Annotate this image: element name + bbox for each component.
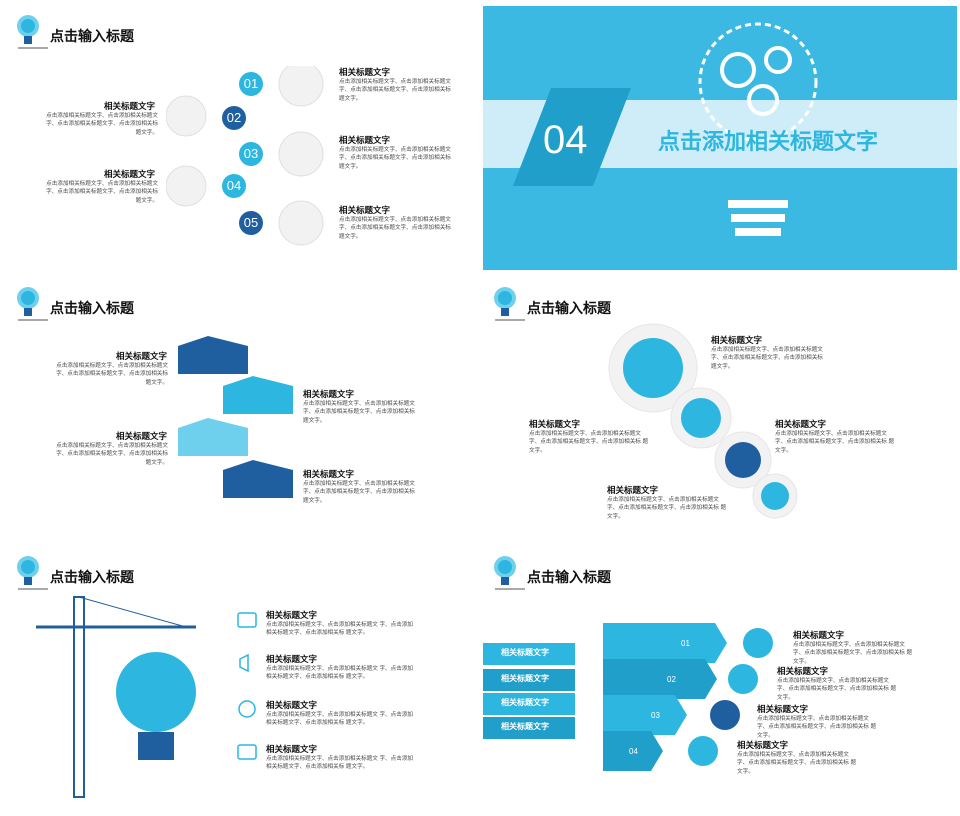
lightbulb-logo-icon <box>494 287 525 321</box>
item-desc: 点击添加相关标题文字、点击添加相关标题文 字、点击添加相关标题文字、点击添加相关… <box>775 431 895 454</box>
slide-4[interactable]: 点击输入标题 相关标题文字 点击添加相关标题文字、点击添加相关标题文 字、点击添… <box>483 278 957 542</box>
number-parallelogram <box>513 88 631 186</box>
item-desc: 点击添加相关标题文字、点击添加相关标题文 字、点击添加相关标题文字、点击添加相关… <box>266 666 414 681</box>
item-desc: 点击添加相关标题文字、点击添加相关标题文 字、点击添加相关标题文字、点击添加相关… <box>266 756 414 771</box>
list-icons <box>237 612 257 760</box>
slide-3[interactable]: 点击输入标题 相关标题文字 点击添加相关标题文字、点击添加相关标题文 字、点击添… <box>6 278 480 542</box>
slide-header: 点击输入标题 <box>14 284 214 328</box>
item-desc: 点击添加相关标题文字、点击添加相关标题文 字、点击添加相关标题文字、点击添加相关… <box>793 642 913 665</box>
item-title: 相关标题文字 <box>607 485 659 495</box>
item-desc: 点击添加相关标题文字、点击添加相关标题文 字、点击添加相关标题文字、点击添加相关… <box>737 752 857 775</box>
item-title: 相关标题文字 <box>777 666 829 676</box>
ribbon-number: 04 <box>629 747 638 756</box>
item-desc: 点击添加相关标题文字、点击添加相关标题文 字、点击添加相关标题文字、点击添加相关… <box>711 347 823 370</box>
item-title: 相关标题文字 <box>303 469 355 479</box>
ribbon-label: 相关标题文字 <box>501 648 549 657</box>
slide-2-section[interactable]: 04 点击添加相关标题文字 <box>483 6 957 270</box>
item-desc: 点击添加相关标题文字、点击添加相关标题文 字、点击添加相关标题文字、点击添加相关… <box>303 481 415 504</box>
item-desc: 点击添加相关标题文字、点击添加相关标题文 字、点击添加相关标题文字、点击添加相关… <box>777 678 897 701</box>
section-number: 04 <box>543 118 588 162</box>
step-number: 04 <box>226 178 242 193</box>
circles-diagram <box>608 323 798 519</box>
slide-header: 点击输入标题 <box>491 553 691 597</box>
item-title: 相关标题文字 <box>104 169 156 179</box>
item-desc: 点击添加相关标题文字、点击添加相关标题文 字、点击添加相关标题文字、点击添加相关… <box>339 147 451 170</box>
ribbon-number: 01 <box>681 639 690 648</box>
item-title: 相关标题文字 <box>266 610 318 620</box>
step-circles-diagram <box>166 66 324 246</box>
lightbulb-logo-icon <box>17 15 48 49</box>
ribbon-label: 相关标题文字 <box>501 722 549 731</box>
item-title: 相关标题文字 <box>303 389 355 399</box>
item-title: 相关标题文字 <box>339 67 391 77</box>
item-title: 相关标题文字 <box>711 335 763 345</box>
item-desc: 点击添加相关标题文字、点击添加相关标题文 字、点击添加相关标题文字、点击添加相关… <box>266 622 414 637</box>
step-number: 05 <box>243 215 259 230</box>
section-title: 点击添加相关标题文字 <box>658 129 879 154</box>
lightbulb-logo-icon <box>494 556 525 590</box>
page-title: 点击输入标题 <box>50 569 134 585</box>
item-desc: 点击添加相关标题文字、点击添加相关标题文 字、点击添加相关标题文字、点击添加相关… <box>46 181 158 204</box>
item-title: 相关标题文字 <box>116 351 168 361</box>
step-number: 01 <box>243 76 259 91</box>
lightbulb-logo-icon <box>17 556 48 590</box>
crane-lightbulb-icon <box>36 596 196 798</box>
item-title: 相关标题文字 <box>757 704 809 714</box>
item-desc: 点击添加相关标题文字、点击添加相关标题文 字、点击添加相关标题文字、点击添加相关… <box>529 431 649 454</box>
item-title: 相关标题文字 <box>775 419 827 429</box>
item-title: 相关标题文字 <box>339 135 391 145</box>
ribbon-icon-circles <box>688 628 773 766</box>
item-desc: 点击添加相关标题文字、点击添加相关标题文 字、点击添加相关标题文字、点击添加相关… <box>46 113 158 136</box>
item-title: 相关标题文字 <box>339 205 391 215</box>
item-desc: 点击添加相关标题文字、点击添加相关标题文 字、点击添加相关标题文字、点击添加相关… <box>757 716 877 739</box>
page-title: 点击输入标题 <box>50 28 134 44</box>
item-desc: 点击添加相关标题文字、点击添加相关标题文 字、点击添加相关标题文字、点击添加相关… <box>339 217 451 240</box>
slide-header: 点击输入标题 <box>14 12 214 56</box>
ribbon-label: 相关标题文字 <box>501 674 549 683</box>
ribbon-number: 02 <box>667 675 676 684</box>
item-title: 相关标题文字 <box>737 740 789 750</box>
item-title: 相关标题文字 <box>529 419 581 429</box>
step-number: 02 <box>226 110 242 125</box>
slide-6[interactable]: 点击输入标题 相关标题文字 相关标题文字 相关标题文字 相关标题文字 01 02… <box>483 547 957 811</box>
item-desc: 点击添加相关标题文字、点击添加相关标题文 字、点击添加相关标题文字、点击添加相关… <box>266 712 414 727</box>
slide-header: 点击输入标题 <box>14 553 214 597</box>
page-title: 点击输入标题 <box>527 300 611 316</box>
item-desc: 点击添加相关标题文字、点击添加相关标题文 字、点击添加相关标题文字、点击添加相关… <box>56 443 168 466</box>
ribbon-label: 相关标题文字 <box>501 698 549 707</box>
lightbulb-logo-icon <box>17 287 48 321</box>
slide-5[interactable]: 点击输入标题 相关标题文字 点击添加相关标题文字、点击添加相关标题文 字、点击添… <box>6 547 480 811</box>
page-title: 点击输入标题 <box>50 300 134 316</box>
item-title: 相关标题文字 <box>266 744 318 754</box>
item-desc: 点击添加相关标题文字、点击添加相关标题文 字、点击添加相关标题文字、点击添加相关… <box>56 363 168 386</box>
item-title: 相关标题文字 <box>793 630 845 640</box>
step-number: 03 <box>243 146 259 161</box>
slide-header: 点击输入标题 <box>491 284 691 328</box>
ribbon-diagram <box>483 623 727 771</box>
item-desc: 点击添加相关标题文字、点击添加相关标题文 字、点击添加相关标题文字、点击添加相关… <box>339 79 451 102</box>
item-desc: 点击添加相关标题文字、点击添加相关标题文 字、点击添加相关标题文字、点击添加相关… <box>607 497 727 520</box>
item-title: 相关标题文字 <box>266 654 318 664</box>
page-title: 点击输入标题 <box>527 569 611 585</box>
item-title: 相关标题文字 <box>104 101 156 111</box>
ribbon-number: 03 <box>651 711 660 720</box>
slide-1[interactable]: 点击输入标题 相关标题文字 点击添加相关标题文字、点击添加相关标题文 字、点击添… <box>6 6 480 270</box>
stacked-blocks-diagram <box>178 336 293 498</box>
item-desc: 点击添加相关标题文字、点击添加相关标题文 字、点击添加相关标题文字、点击添加相关… <box>303 401 415 424</box>
item-title: 相关标题文字 <box>266 700 318 710</box>
item-title: 相关标题文字 <box>116 431 168 441</box>
